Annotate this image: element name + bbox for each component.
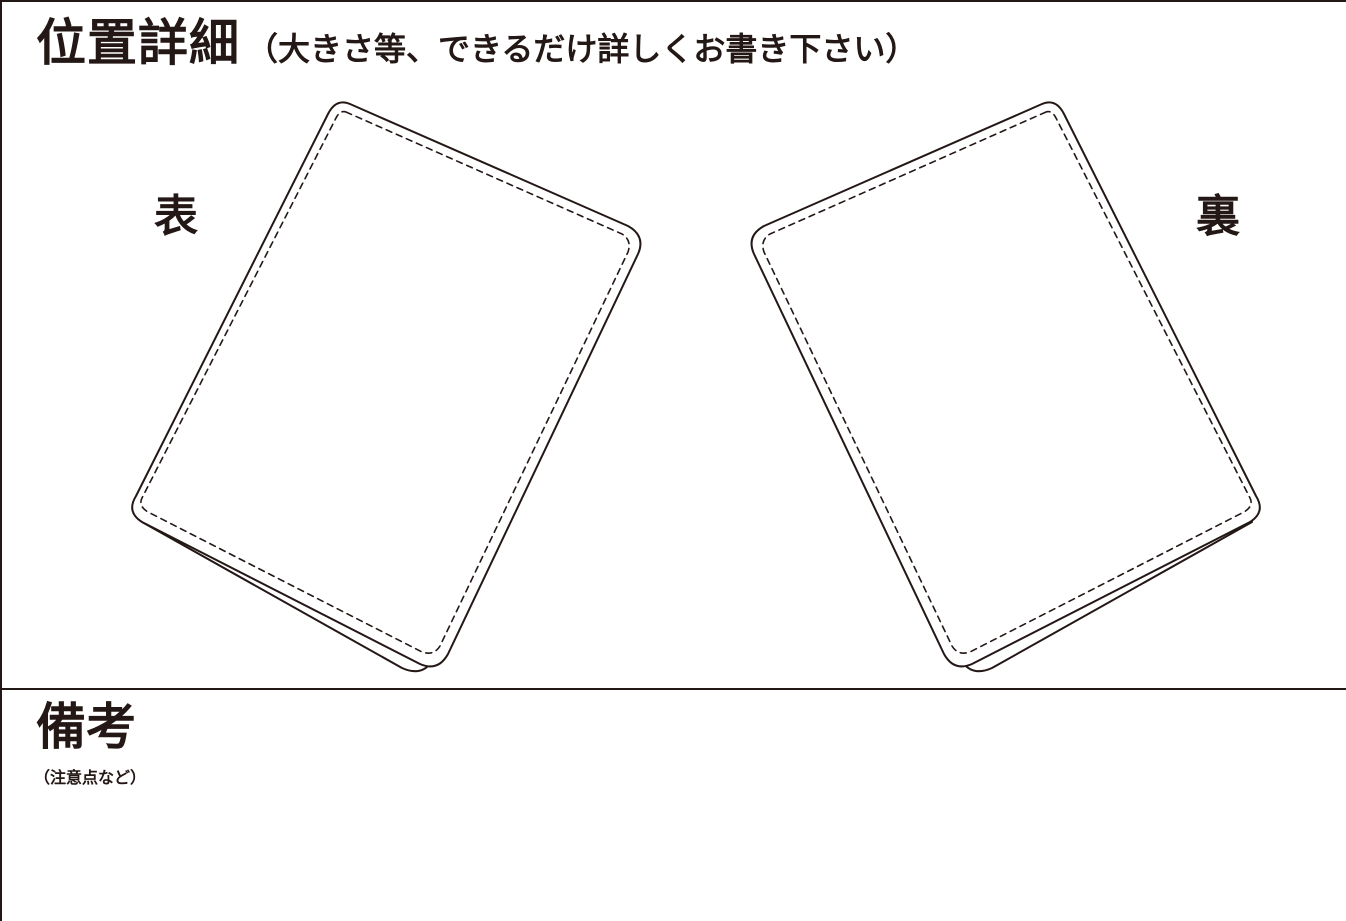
position-detail-instruction: （大きさ等、できるだけ詳しくお書き下さい） [246,30,918,68]
front-cover-outline [131,101,642,668]
back-side-label: 裏 [1196,191,1240,242]
front-cover-stitching [140,110,630,654]
notebook-cover-diagram [131,101,1261,673]
remarks-writing-area[interactable] [4,792,1344,920]
position-detail-title: 位置詳細 [36,14,240,72]
front-side-label: 表 [154,191,198,242]
back-cover-outline [750,101,1261,668]
front-cover-drawing [131,101,642,673]
remarks-title: 備考 [36,698,136,756]
section-divider [2,688,1346,690]
position-detail-heading: 位置詳細（大きさ等、できるだけ詳しくお書き下さい） [36,18,917,68]
back-cover-stitching [762,110,1252,654]
back-cover-drawing [750,101,1261,673]
remarks-instruction: （注意点など） [34,768,147,787]
